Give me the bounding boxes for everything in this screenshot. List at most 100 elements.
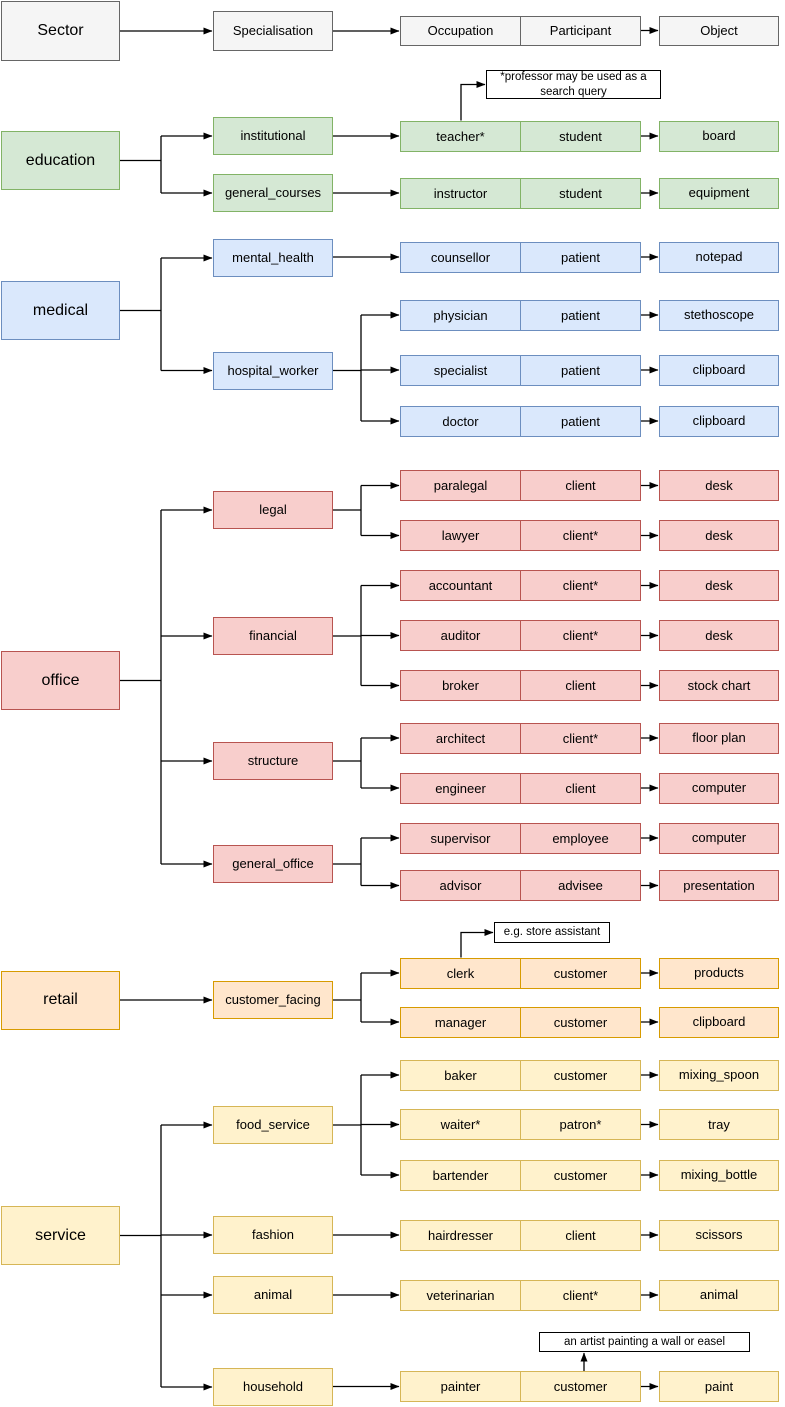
- object-clipboard: clipboard: [659, 1006, 779, 1038]
- occupation-cell-waiter: waiter*: [401, 1110, 521, 1139]
- participant-cell-client: client*: [562, 628, 599, 643]
- participant-cell-patient: patient: [560, 413, 601, 429]
- participant-cell-patient: patient: [560, 307, 601, 323]
- participant-cell-patient: patient: [560, 249, 601, 265]
- object-clipboard: clipboard: [659, 354, 779, 386]
- connector: [460, 929, 494, 958]
- specialisation-legal: legal: [213, 491, 333, 529]
- participant-cell-client: client*: [562, 578, 599, 593]
- occupation-participant-row: lawyer client*: [400, 520, 641, 551]
- occupation-participant-row: waiter*patron*: [400, 1109, 641, 1140]
- object-clipboard: clipboard: [659, 405, 779, 437]
- specialisation-institutional: institutional: [213, 117, 333, 155]
- occupation-participant-row: supervisor employee: [400, 822, 641, 854]
- note-box: e.g. store assistant: [494, 922, 610, 943]
- occupation-participant-row: baker customer: [400, 1059, 641, 1091]
- object-tray: tray: [659, 1109, 779, 1140]
- participant-cell-employee: employee: [552, 830, 609, 846]
- object-mixing-spoon: mixing_spoon: [659, 1059, 779, 1091]
- participant-cell-customer: customer: [553, 1379, 608, 1394]
- object-equipment: equipment: [659, 177, 779, 209]
- occupation-cell-supervisor: supervisor: [401, 823, 521, 853]
- occupation-participant-row: advisor advisee: [400, 870, 641, 901]
- object-stethoscope: stethoscope: [659, 299, 779, 331]
- occupation-cell-auditor: auditor: [401, 621, 521, 650]
- specialisation-structure: structure: [213, 742, 333, 780]
- occupation-cell-baker: baker: [401, 1060, 521, 1090]
- header-sector: Sector: [1, 1, 120, 61]
- occupation-cell-manager: manager: [401, 1007, 521, 1037]
- occupation-participant-row: teacher* student: [400, 120, 641, 152]
- specialisation-general-office: general_office: [213, 845, 333, 883]
- object-paint: paint: [659, 1371, 779, 1402]
- occupation-cell-broker: broker: [401, 671, 521, 700]
- header-occupation-participant: Occupation Participant: [400, 15, 641, 46]
- occupation-cell-bartender: bartender: [401, 1160, 521, 1190]
- sector-service: service: [1, 1206, 120, 1265]
- participant-cell-customer: customer: [553, 1167, 608, 1183]
- participant-cell-client: client: [565, 1227, 596, 1243]
- specialisation-food-service: food_service: [213, 1106, 333, 1144]
- occupation-participant-row: specialist patient: [400, 354, 641, 386]
- occupation-cell-teacher: teacher*: [401, 121, 521, 151]
- object-computer: computer: [659, 772, 779, 804]
- participant-cell-patient: patient: [560, 362, 601, 378]
- object-notepad: notepad: [659, 241, 779, 273]
- header-occupation: Occupation: [401, 16, 521, 45]
- participant-cell-student: student: [559, 128, 602, 144]
- occupation-cell-counsellor: counsellor: [401, 242, 521, 272]
- occupation-cell-lawyer: lawyer: [401, 521, 521, 550]
- sector-medical: medical: [1, 281, 120, 340]
- object-desk: desk: [659, 620, 779, 651]
- participant-cell-customer: customer: [553, 1067, 608, 1083]
- occupation-cell-physician: physician: [401, 300, 521, 330]
- occupation-participant-row: bartender customer: [400, 1159, 641, 1191]
- object-board: board: [659, 120, 779, 152]
- sector-office: office: [1, 651, 120, 710]
- header-participant: Participant: [549, 23, 612, 38]
- occupation-cell-clerk: clerk: [401, 958, 521, 988]
- participant-cell-customer: customer: [553, 1014, 608, 1030]
- object-scissors: scissors: [659, 1219, 779, 1251]
- connector: [460, 81, 486, 121]
- participant-cell-client: client: [565, 478, 596, 493]
- note-box: *professor may be used as a search query: [486, 70, 661, 99]
- participant-cell-advisee: advisee: [558, 878, 603, 893]
- participant-cell-customer: customer: [553, 965, 608, 981]
- specialisation-fashion: fashion: [213, 1216, 333, 1254]
- object-desk: desk: [659, 570, 779, 601]
- specialisation-financial: financial: [213, 617, 333, 655]
- object-floor-plan: floor plan: [659, 722, 779, 754]
- object-products: products: [659, 957, 779, 989]
- occupation-participant-row: instructor student: [400, 177, 641, 209]
- occupation-cell-instructor: instructor: [401, 178, 521, 208]
- header-object: Object: [659, 15, 779, 46]
- occupation-cell-advisor: advisor: [401, 871, 521, 900]
- sector-retail: retail: [1, 970, 120, 1030]
- specialisation-customer-facing: customer_facing: [213, 981, 333, 1019]
- occupation-participant-row: doctor patient: [400, 405, 641, 437]
- occupation-cell-specialist: specialist: [401, 355, 521, 385]
- object-desk: desk: [659, 520, 779, 551]
- specialisation-general-courses: general_courses: [213, 174, 333, 212]
- participant-cell-student: student: [559, 185, 602, 201]
- object-stock-chart: stock chart: [659, 670, 779, 701]
- object-mixing-bottle: mixing_bottle: [659, 1159, 779, 1191]
- specialisation-animal: animal: [213, 1276, 333, 1314]
- note-box: an artist painting a wall or easel: [539, 1332, 750, 1352]
- occupation-participant-row: clerk customer: [400, 957, 641, 989]
- participant-cell-client: client*: [562, 730, 599, 746]
- participant-cell-client: client*: [562, 1287, 599, 1303]
- occupation-participant-row: physician patient: [400, 299, 641, 331]
- occupation-cell-doctor: doctor: [401, 406, 521, 436]
- participant-cell-client: client*: [562, 528, 599, 543]
- occupation-participant-row: manager customer: [400, 1006, 641, 1038]
